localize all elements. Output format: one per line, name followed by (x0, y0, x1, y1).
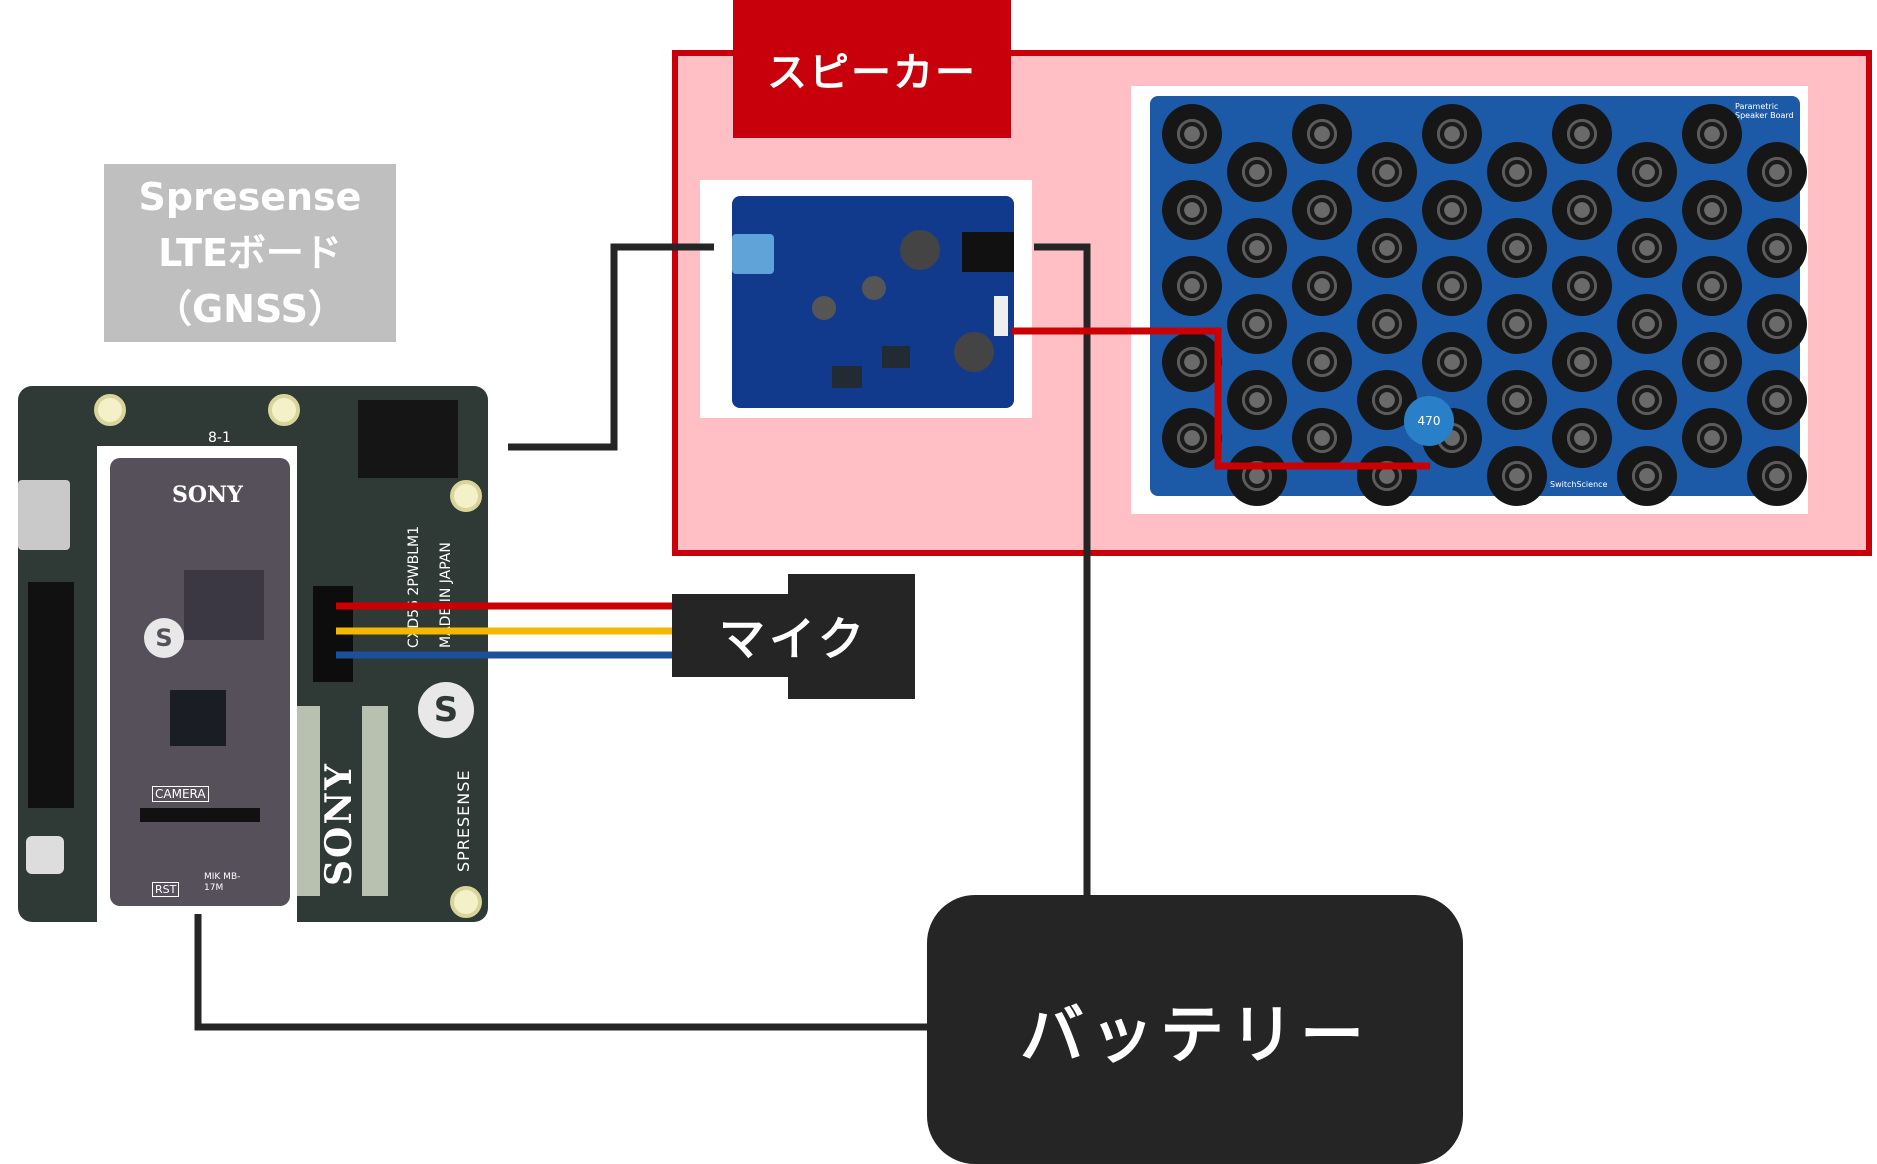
mic-marking: MIK MB-17M (204, 872, 241, 893)
transducer (1422, 180, 1482, 240)
transducer (1227, 294, 1287, 354)
transducer (1292, 104, 1352, 164)
camera-connector (140, 808, 260, 822)
spresense-main-board: SONY S CAMERA RST MIK MB-17M (110, 458, 290, 906)
transducer (1747, 446, 1807, 506)
transducer (1357, 142, 1417, 202)
transducer (1682, 104, 1742, 164)
array-maker: SwitchScience (1550, 480, 1608, 489)
transducer (1227, 370, 1287, 430)
transducer (1162, 332, 1222, 392)
mic-label: マイク (718, 611, 869, 666)
mic-box-right (788, 574, 915, 699)
transducer (1617, 370, 1677, 430)
transducer (1552, 332, 1612, 392)
battery-usb-cable (194, 914, 927, 1031)
camera-label: CAMERA (152, 786, 209, 802)
transducer (1552, 408, 1612, 468)
transducer (1487, 446, 1547, 506)
main-spresense-logo: S (144, 618, 184, 658)
transducer (1747, 218, 1807, 278)
transducer (1227, 446, 1287, 506)
transducer (1747, 142, 1807, 202)
transducer (1682, 256, 1742, 316)
power-jack (962, 232, 1014, 272)
pin-pads (362, 706, 388, 896)
transducer (1682, 332, 1742, 392)
main-soc (170, 690, 226, 746)
transducer (1227, 218, 1287, 278)
usb-port (18, 480, 70, 550)
transducer (1292, 408, 1352, 468)
capacitor (900, 230, 940, 270)
battery-power-cable (1034, 243, 1091, 895)
transducer (1552, 256, 1612, 316)
transducer (1422, 332, 1482, 392)
transducer (1357, 294, 1417, 354)
array-title: Parametric Speaker Board (1735, 102, 1794, 120)
ic-chip (882, 346, 910, 368)
transducer (1617, 294, 1677, 354)
transducer (1422, 256, 1482, 316)
lte-label-line1: Spresense (138, 175, 362, 219)
audio-jack (358, 400, 458, 478)
lte-label-line3: （GNSS） (153, 287, 347, 331)
transducer (1552, 104, 1612, 164)
transducer (1552, 180, 1612, 240)
transducer (1682, 180, 1742, 240)
transducer (1682, 408, 1742, 468)
capacitor (954, 332, 994, 372)
transducer (1162, 104, 1222, 164)
audio-jack (732, 234, 774, 274)
transducer (1357, 446, 1417, 506)
array-capacitor: 470 (1404, 396, 1454, 446)
lte-board-label: Spresense LTEボード （GNSS） (104, 164, 396, 342)
audio-cable (508, 243, 714, 451)
mount-hole (268, 394, 300, 426)
ic-chip (832, 366, 862, 388)
transducer (1422, 104, 1482, 164)
transducer (1617, 218, 1677, 278)
transducer (1747, 370, 1807, 430)
capacitor (812, 296, 836, 320)
pin-pads (294, 706, 320, 896)
main-sony-logo: SONY (172, 482, 243, 508)
transducer (1162, 408, 1222, 468)
transducer (1487, 370, 1547, 430)
transducer (1617, 446, 1677, 506)
reset-label: RST (152, 882, 180, 897)
transducer (1162, 256, 1222, 316)
transducer (1357, 218, 1417, 278)
transducer (1292, 180, 1352, 240)
speaker-title: スピーカー (733, 0, 1011, 138)
transducer (1162, 180, 1222, 240)
mount-hole (450, 480, 482, 512)
transducer (1487, 218, 1547, 278)
spresense-logo: S (418, 682, 474, 738)
mic-box-left (672, 594, 788, 677)
reset-button (26, 836, 64, 874)
transducer (1292, 332, 1352, 392)
speaker-array-pcb: Parametric Speaker Board SwitchScience (1150, 96, 1807, 506)
transducer (1487, 294, 1547, 354)
transducer (1617, 142, 1677, 202)
mount-hole (94, 394, 126, 426)
speaker-output-wire (1012, 327, 1430, 470)
pin-header (28, 582, 74, 808)
mount-hole (450, 886, 482, 918)
transducer (1292, 256, 1352, 316)
board-rev: 8-1 (208, 430, 231, 446)
battery-box: バッテリー (927, 895, 1463, 1164)
lte-label-line2: LTEボード (158, 231, 342, 275)
main-chip (184, 570, 264, 640)
capacitor-value: 470 (1417, 414, 1441, 428)
transducer (1487, 142, 1547, 202)
amplifier-pcb (732, 196, 1014, 408)
capacitor (862, 276, 886, 300)
transducer (1227, 142, 1287, 202)
transducer (1747, 294, 1807, 354)
output-connector (994, 296, 1008, 336)
